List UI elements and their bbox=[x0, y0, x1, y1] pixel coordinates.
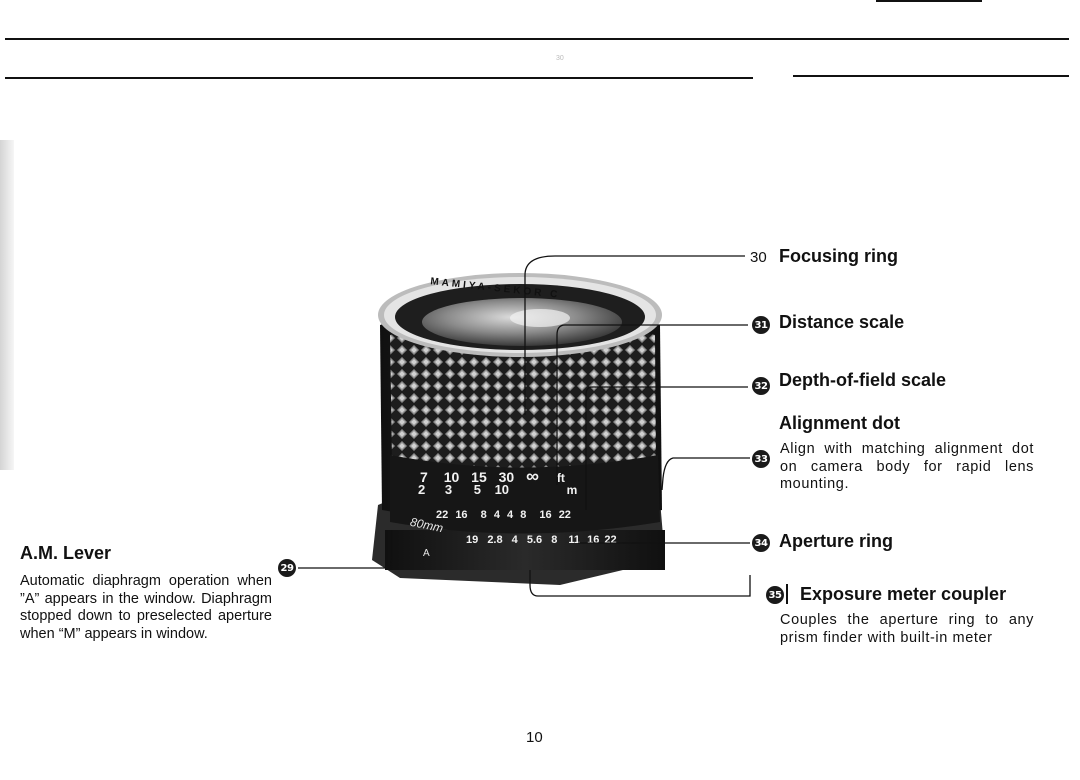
distance-scale-label: Distance scale bbox=[779, 312, 905, 332]
dof-8-right: 8 bbox=[520, 509, 527, 521]
aperture-19: 19 bbox=[466, 534, 479, 546]
header-rule-right bbox=[793, 75, 1069, 77]
distance-ft-15: 15 bbox=[471, 469, 487, 485]
dof-4-right: 4 bbox=[507, 509, 514, 521]
dof-22-right: 22 bbox=[558, 509, 571, 521]
am-window-letter: A bbox=[423, 548, 430, 559]
leader-exposure-coupler bbox=[529, 570, 751, 597]
distance-m-10: 10 bbox=[494, 482, 510, 497]
distance-m-2: 2 bbox=[418, 482, 426, 497]
aperture-5-6: 5.6 bbox=[526, 534, 543, 546]
callout-number-31: 31 bbox=[752, 316, 770, 334]
aperture-4: 4 bbox=[511, 534, 518, 546]
leader-focusing-ring bbox=[524, 255, 745, 415]
header-marker: 30 bbox=[556, 55, 564, 62]
distance-ft-unit: ft bbox=[556, 471, 565, 485]
dof-16-right: 16 bbox=[539, 509, 552, 521]
callout-number-32: 32 bbox=[752, 377, 770, 395]
callout-number-30: 30 bbox=[750, 249, 767, 266]
am-lever-description: Automatic diaphragm operation when ”A” a… bbox=[20, 573, 272, 642]
dof-scale-values: 22 16 8 4 4 8 16 22 bbox=[436, 509, 571, 521]
lens-photo bbox=[372, 273, 665, 585]
header-rule-top-short bbox=[876, 0, 982, 2]
aperture-2-8: 2.8 bbox=[487, 534, 503, 546]
page-number: 10 bbox=[526, 729, 543, 746]
distance-scale-meters: 2 3 5 10 m bbox=[418, 482, 577, 497]
distance-ft-infinity: ∞ bbox=[526, 466, 539, 486]
am-lever-label: A.M. Lever bbox=[20, 543, 112, 563]
callout-number-35: 35 bbox=[766, 586, 784, 604]
dof-4-left: 4 bbox=[493, 509, 500, 521]
exposure-coupler-description: Couples the aperture ring to any prism f… bbox=[780, 612, 1034, 646]
leader-alignment-dot bbox=[661, 457, 750, 491]
distance-scale-feet: 7 10 15 30 ∞ ft bbox=[420, 466, 565, 487]
callout-35-bar bbox=[786, 584, 788, 604]
dof-scale-label: Depth-of-field scale bbox=[779, 370, 947, 390]
exposure-coupler-label: Exposure meter coupler bbox=[800, 584, 1007, 604]
aperture-8: 8 bbox=[551, 534, 558, 546]
distance-ft-7: 7 bbox=[420, 469, 428, 485]
distance-m-unit: m bbox=[566, 483, 578, 497]
distance-m-5: 5 bbox=[473, 482, 481, 497]
distance-ft-30: 30 bbox=[498, 469, 515, 485]
distance-ft-10: 10 bbox=[443, 469, 460, 485]
distance-m-3: 3 bbox=[444, 482, 453, 497]
header-rule-full bbox=[5, 38, 1069, 40]
leader-distance-scale bbox=[556, 324, 748, 485]
focusing-ring-label: Focusing ring bbox=[779, 246, 898, 266]
callout-number-34: 34 bbox=[752, 534, 770, 552]
alignment-dot-description: Align with matching alignment dot on cam… bbox=[780, 441, 1034, 492]
dof-16-left: 16 bbox=[455, 509, 468, 521]
alignment-dot-label: Alignment dot bbox=[779, 413, 900, 433]
aperture-11: 11 bbox=[568, 534, 581, 546]
callout-number-29: 29 bbox=[278, 559, 296, 577]
aperture-ring-label: Aperture ring bbox=[779, 531, 894, 551]
header-rule-left bbox=[5, 77, 753, 79]
scan-edge-shadow bbox=[0, 140, 14, 470]
callout-number-33: 33 bbox=[752, 450, 770, 468]
leader-dof-scale bbox=[585, 386, 748, 510]
leader-am-lever bbox=[298, 530, 393, 569]
dof-22-left: 22 bbox=[436, 509, 449, 521]
dof-8-left: 8 bbox=[480, 509, 487, 521]
